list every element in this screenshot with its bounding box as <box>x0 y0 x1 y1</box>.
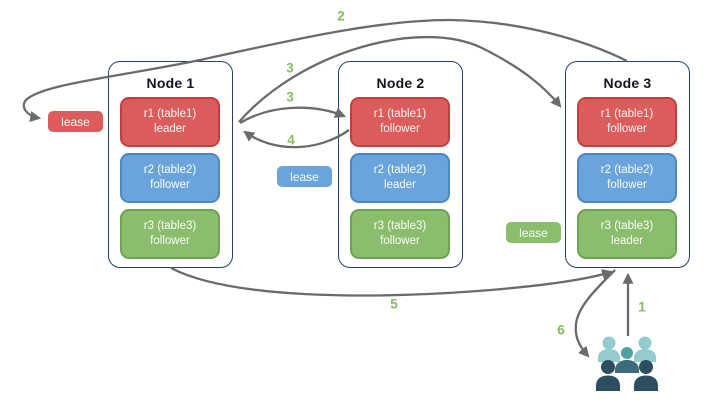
node-2: Node 2 r1 (table1) follower r2 (table2) … <box>338 61 463 268</box>
arrow-step-5 <box>170 266 614 297</box>
replica-label: r3 (table3) <box>143 220 197 233</box>
replica-label: r2 (table2) <box>373 164 427 177</box>
replica-node1-r1: r1 (table1) leader <box>120 97 220 147</box>
step-label-2: 2 <box>337 8 345 24</box>
step-label-3a: 3 <box>286 60 294 76</box>
replica-label: r2 (table2) <box>600 164 654 177</box>
step-label-4: 4 <box>287 132 295 148</box>
node-3: Node 3 r1 (table1) follower r2 (table2) … <box>565 61 690 268</box>
replica-role: follower <box>380 235 420 247</box>
replica-role: leader <box>611 235 643 247</box>
replica-label: r3 (table3) <box>373 220 427 233</box>
replica-label: r3 (table3) <box>600 220 654 233</box>
replica-node3-r2: r2 (table2) follower <box>577 153 677 203</box>
replica-node3-r1: r1 (table1) follower <box>577 97 677 147</box>
replica-node1-r3: r3 (table3) follower <box>120 209 220 259</box>
replica-role: leader <box>154 123 186 135</box>
step-label-5: 5 <box>390 296 398 312</box>
replica-node3-r3: r3 (table3) leader <box>577 209 677 259</box>
step-label-1: 1 <box>638 299 646 315</box>
replica-label: r1 (table1) <box>600 108 654 121</box>
node-1: Node 1 r1 (table1) leader r2 (table2) fo… <box>108 61 233 268</box>
arrow-step-4 <box>243 129 350 149</box>
node-title: Node 2 <box>376 75 425 91</box>
replica-role: follower <box>607 123 647 135</box>
node-title: Node 1 <box>146 75 195 91</box>
replica-node2-r1: r1 (table1) follower <box>350 97 450 147</box>
replica-node1-r2: r2 (table2) follower <box>120 153 220 203</box>
lease-badge-green: lease <box>506 222 561 243</box>
lease-badge-red: lease <box>48 111 103 132</box>
replica-node2-r3: r3 (table3) follower <box>350 209 450 259</box>
arrow-step-3-to-node2 <box>239 106 347 124</box>
replica-role: follower <box>150 235 190 247</box>
replica-label: r1 (table1) <box>373 108 427 121</box>
replica-role: follower <box>150 179 190 191</box>
node-title: Node 3 <box>603 75 652 91</box>
replica-role: leader <box>384 179 416 191</box>
replica-role: follower <box>607 179 647 191</box>
step-label-6: 6 <box>557 322 565 338</box>
replica-node2-r2: r2 (table2) leader <box>350 153 450 203</box>
step-label-3b: 3 <box>286 89 294 105</box>
lease-badge-blue: lease <box>277 166 332 187</box>
replica-label: r2 (table2) <box>143 164 197 177</box>
replica-label: r1 (table1) <box>143 108 197 121</box>
users-group-icon <box>596 336 658 391</box>
replica-role: follower <box>380 123 420 135</box>
